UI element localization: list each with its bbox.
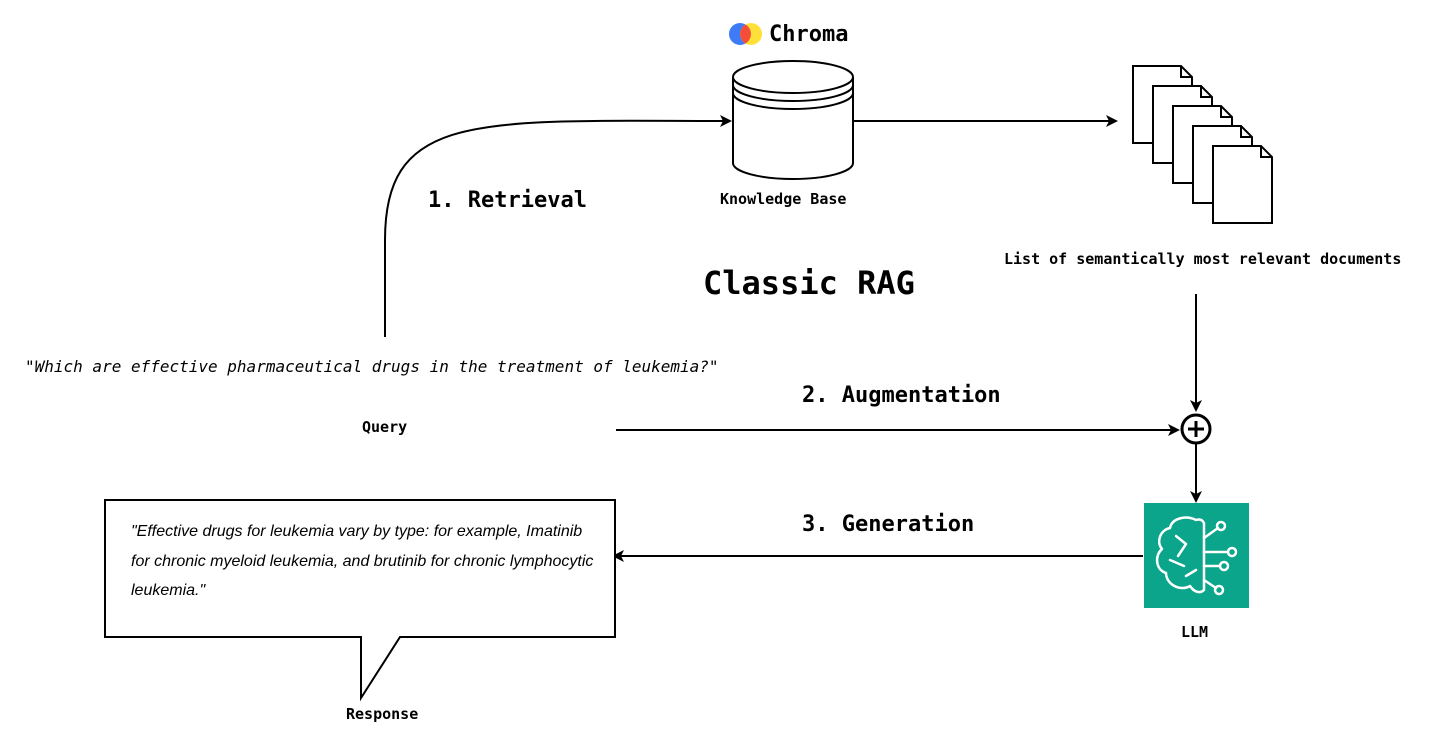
step-retrieval-label: 1. Retrieval <box>428 188 587 213</box>
response-bubble <box>104 499 616 702</box>
brain-circuit-icon <box>1155 516 1238 596</box>
documents-label: List of semantically most relevant docum… <box>1004 250 1402 268</box>
step-generation-label: 3. Generation <box>802 512 975 537</box>
llm-box <box>1144 503 1249 608</box>
retrieval-arrow <box>384 114 732 337</box>
response-text: "Effective drugs for leukemia vary by ty… <box>131 523 594 599</box>
chroma-brand-name: Chroma <box>769 22 849 47</box>
query-text: "Which are effective pharmaceutical drug… <box>25 357 719 376</box>
query-label: Query <box>362 418 408 436</box>
documents-stack-icon <box>1132 65 1273 224</box>
plus-circle-icon <box>1180 413 1212 445</box>
knowledge-base-label: Knowledge Base <box>720 190 847 208</box>
chroma-logo-icon <box>729 23 762 45</box>
step-augmentation-label: 2. Augmentation <box>802 383 1001 408</box>
diagram-title: Classic RAG <box>703 264 915 302</box>
database-icon <box>732 60 854 180</box>
response-label: Response <box>346 705 419 723</box>
llm-label: LLM <box>1181 623 1209 641</box>
